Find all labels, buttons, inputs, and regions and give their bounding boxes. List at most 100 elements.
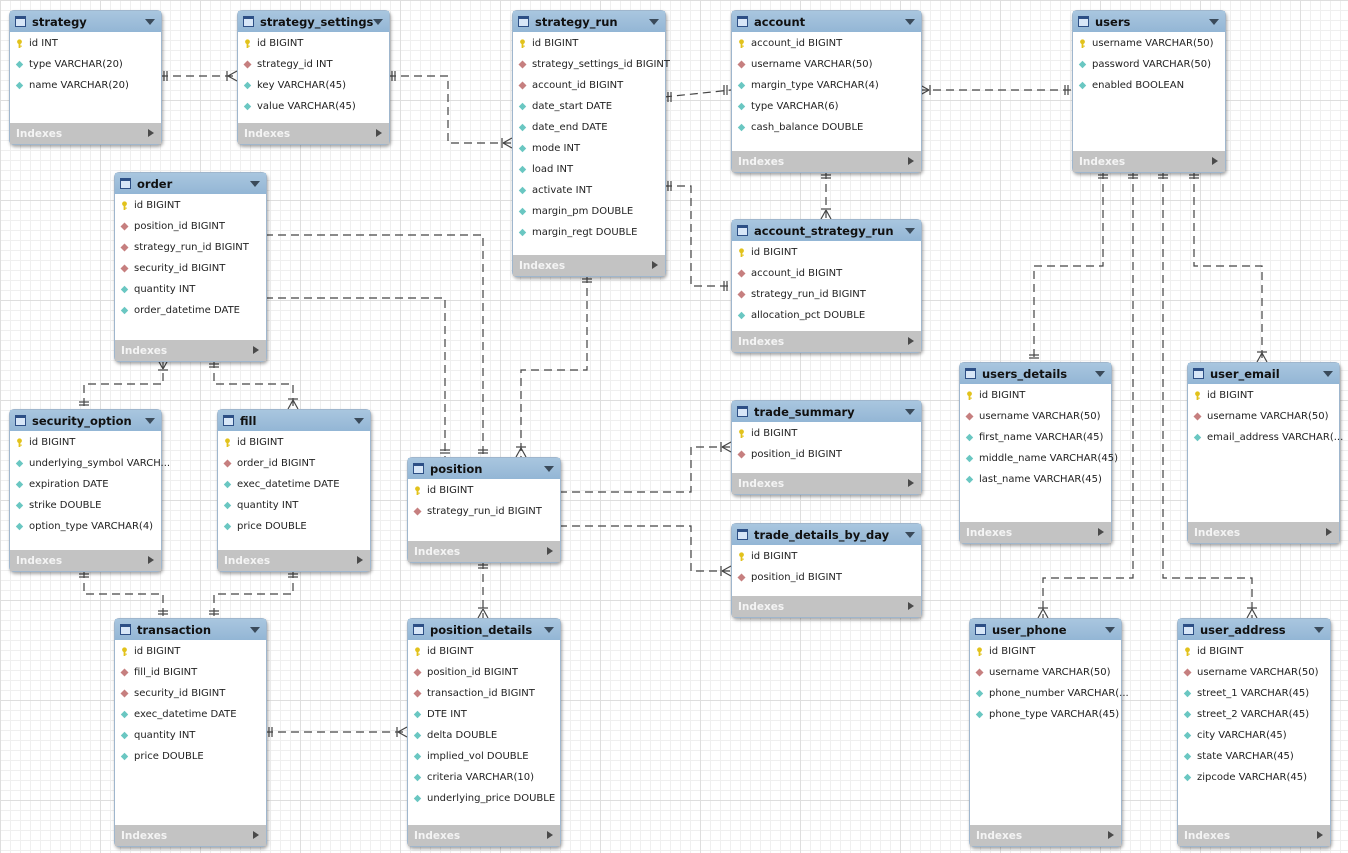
column-row[interactable]: exec_datetime DATE <box>218 474 370 495</box>
column-row[interactable]: username VARCHAR(50) <box>970 662 1121 683</box>
collapse-arrow-icon[interactable] <box>1314 627 1324 633</box>
table-header[interactable]: trade_summary <box>732 401 921 422</box>
column-row[interactable]: strategy_run_id BIGINT <box>408 501 560 522</box>
column-row[interactable]: key VARCHAR(45) <box>238 75 389 96</box>
indexes-section[interactable]: Indexes <box>732 473 921 494</box>
column-row[interactable]: account_id BIGINT <box>513 75 665 96</box>
indexes-section[interactable]: Indexes <box>732 151 921 172</box>
column-row[interactable]: security_id BIGINT <box>115 258 266 279</box>
column-row[interactable]: street_2 VARCHAR(45) <box>1178 704 1330 725</box>
expand-arrow-icon[interactable] <box>908 479 914 487</box>
table-header[interactable]: position_details <box>408 619 560 640</box>
collapse-arrow-icon[interactable] <box>1105 627 1115 633</box>
column-row[interactable]: load INT <box>513 159 665 180</box>
collapse-arrow-icon[interactable] <box>250 627 260 633</box>
table-header[interactable]: order <box>115 173 266 194</box>
column-row[interactable]: security_id BIGINT <box>115 683 266 704</box>
column-row[interactable]: type VARCHAR(20) <box>10 54 161 75</box>
column-row[interactable]: first_name VARCHAR(45) <box>960 427 1111 448</box>
table-header[interactable]: security_option <box>10 410 161 431</box>
column-row[interactable]: strike DOUBLE <box>10 495 161 516</box>
column-row[interactable]: id BIGINT <box>513 33 665 54</box>
expand-arrow-icon[interactable] <box>908 337 914 345</box>
column-row[interactable]: implied_vol DOUBLE <box>408 746 560 767</box>
column-row[interactable]: price DOUBLE <box>115 746 266 767</box>
collapse-arrow-icon[interactable] <box>1095 371 1105 377</box>
column-row[interactable]: strategy_settings_id BIGINT <box>513 54 670 75</box>
column-row[interactable]: id INT <box>10 33 161 54</box>
expand-arrow-icon[interactable] <box>547 831 553 839</box>
column-row[interactable]: id BIGINT <box>970 641 1121 662</box>
column-row[interactable]: quantity INT <box>218 495 370 516</box>
column-row[interactable]: option_type VARCHAR(4) <box>10 516 161 537</box>
column-row[interactable]: id BIGINT <box>1178 641 1330 662</box>
collapse-arrow-icon[interactable] <box>905 532 915 538</box>
column-row[interactable]: id BIGINT <box>732 546 921 567</box>
expand-arrow-icon[interactable] <box>148 556 154 564</box>
column-row[interactable]: mode INT <box>513 138 665 159</box>
column-row[interactable]: expiration DATE <box>10 474 161 495</box>
column-row[interactable]: id BIGINT <box>115 195 266 216</box>
collapse-arrow-icon[interactable] <box>145 418 155 424</box>
table-header[interactable]: fill <box>218 410 370 431</box>
table-header[interactable]: users_details <box>960 363 1111 384</box>
column-row[interactable]: value VARCHAR(45) <box>238 96 389 117</box>
table-header[interactable]: strategy_run <box>513 11 665 32</box>
column-row[interactable]: underlying_symbol VARCH... <box>10 453 170 474</box>
table-header[interactable]: user_address <box>1178 619 1330 640</box>
column-row[interactable]: allocation_pct DOUBLE <box>732 305 921 326</box>
collapse-arrow-icon[interactable] <box>905 19 915 25</box>
indexes-section[interactable]: Indexes <box>732 331 921 352</box>
column-row[interactable]: order_id BIGINT <box>218 453 370 474</box>
column-row[interactable]: street_1 VARCHAR(45) <box>1178 683 1330 704</box>
expand-arrow-icon[interactable] <box>1098 528 1104 536</box>
indexes-section[interactable]: Indexes <box>732 596 921 617</box>
column-row[interactable]: criteria VARCHAR(10) <box>408 767 560 788</box>
column-row[interactable]: account_id BIGINT <box>732 263 921 284</box>
table-header[interactable]: trade_details_by_day <box>732 524 921 545</box>
indexes-section[interactable]: Indexes <box>218 550 370 571</box>
column-row[interactable]: strategy_id INT <box>238 54 389 75</box>
collapse-arrow-icon[interactable] <box>1209 19 1219 25</box>
column-row[interactable]: email_address VARCHAR(... <box>1188 427 1343 448</box>
column-row[interactable]: quantity INT <box>115 279 266 300</box>
column-row[interactable]: transaction_id BIGINT <box>408 683 560 704</box>
indexes-section[interactable]: Indexes <box>115 825 266 846</box>
collapse-arrow-icon[interactable] <box>145 19 155 25</box>
collapse-arrow-icon[interactable] <box>905 228 915 234</box>
column-row[interactable]: account_id BIGINT <box>732 33 921 54</box>
collapse-arrow-icon[interactable] <box>354 418 364 424</box>
column-row[interactable]: username VARCHAR(50) <box>1188 406 1339 427</box>
indexes-section[interactable]: Indexes <box>10 550 161 571</box>
collapse-arrow-icon[interactable] <box>649 19 659 25</box>
table-header[interactable]: user_phone <box>970 619 1121 640</box>
indexes-section[interactable]: Indexes <box>1073 151 1225 172</box>
column-row[interactable]: id BIGINT <box>408 641 560 662</box>
expand-arrow-icon[interactable] <box>1326 528 1332 536</box>
table-header[interactable]: strategy_settings <box>238 11 389 32</box>
column-row[interactable]: margin_pm DOUBLE <box>513 201 665 222</box>
indexes-section[interactable]: Indexes <box>960 522 1111 543</box>
indexes-section[interactable]: Indexes <box>10 123 161 144</box>
column-row[interactable]: middle_name VARCHAR(45) <box>960 448 1118 469</box>
collapse-arrow-icon[interactable] <box>544 627 554 633</box>
column-row[interactable]: state VARCHAR(45) <box>1178 746 1330 767</box>
collapse-arrow-icon[interactable] <box>905 409 915 415</box>
column-row[interactable]: strategy_run_id BIGINT <box>115 237 266 258</box>
column-row[interactable]: date_end DATE <box>513 117 665 138</box>
column-row[interactable]: underlying_price DOUBLE <box>408 788 560 809</box>
column-row[interactable]: username VARCHAR(50) <box>960 406 1111 427</box>
